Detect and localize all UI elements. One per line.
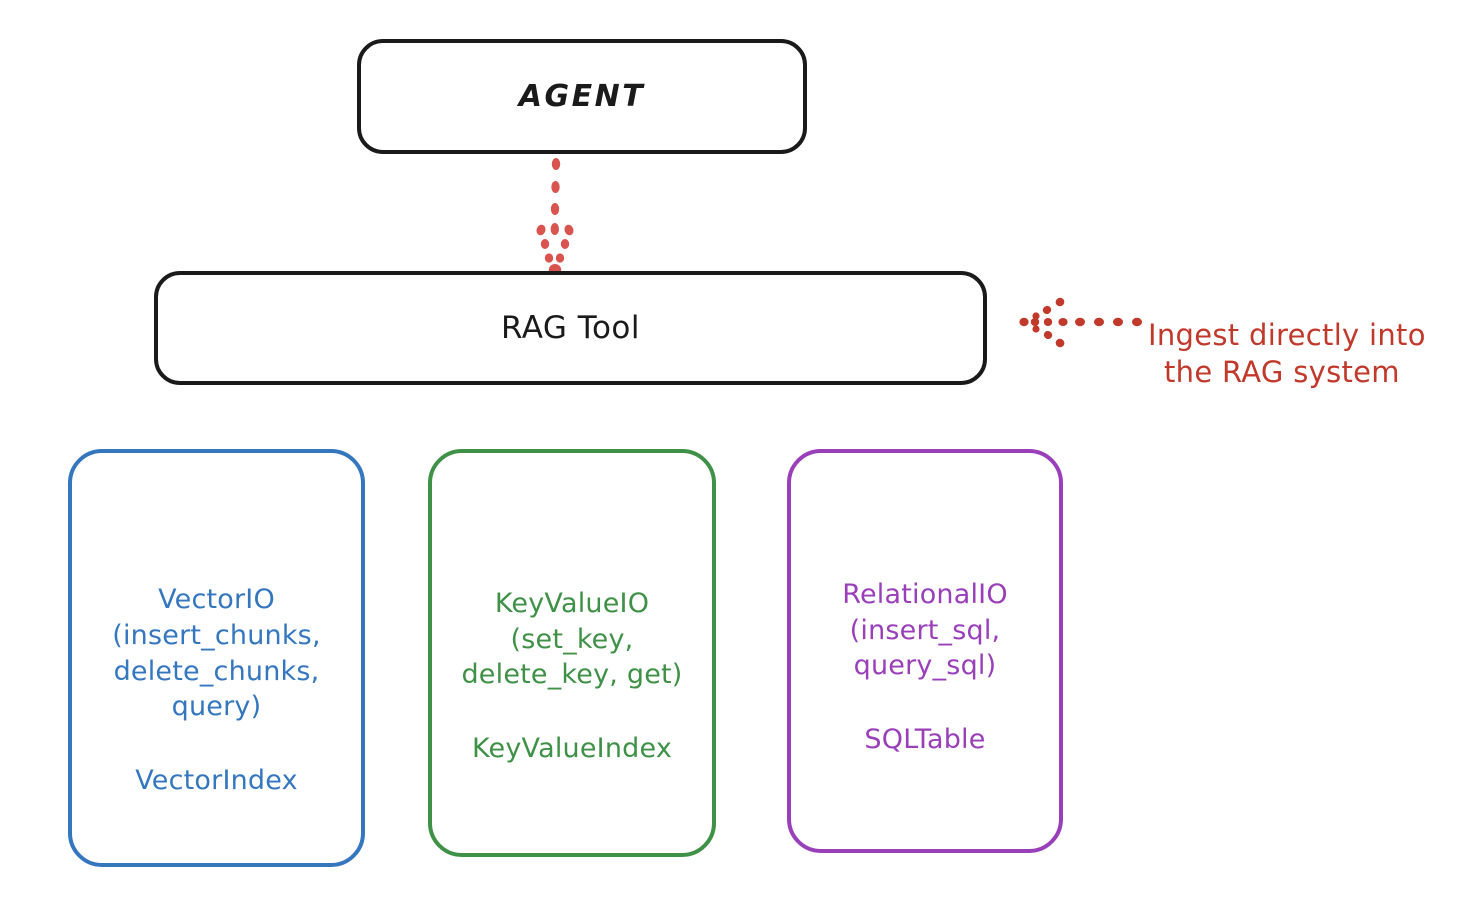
node-rag-tool[interactable]: RAG Tool (154, 271, 987, 385)
node-key-value-io-content: KeyValueIO (set_key, delete_key, get) Ke… (461, 586, 682, 764)
connector-agent-to-rag-tool (498, 152, 618, 277)
node-vector-io-content: VectorIO (insert_chunks, delete_chunks, … (112, 582, 320, 796)
node-relational-io-content: RelationalIO (insert_sql, query_sql) SQL… (842, 577, 1008, 755)
node-agent[interactable]: AGENT (357, 39, 807, 154)
node-vector-io[interactable]: VectorIO (insert_chunks, delete_chunks, … (68, 449, 365, 867)
annotation-ingest-line-1: Ingest directly into (1148, 317, 1426, 352)
node-relational-io-index: SQLTable (864, 723, 986, 755)
node-vector-io-index: VectorIndex (135, 764, 298, 796)
annotation-ingest-line-2: the RAG system (1164, 355, 1400, 390)
node-vector-io-api: VectorIO (insert_chunks, delete_chunks, … (112, 584, 321, 723)
node-key-value-io-api: KeyValueIO (set_key, delete_key, get) (461, 588, 683, 691)
node-key-value-io-index: KeyValueIndex (471, 732, 673, 764)
node-agent-label: AGENT (518, 79, 646, 114)
node-relational-io-api: RelationalIO (insert_sql, query_sql) (842, 579, 1008, 682)
node-relational-io[interactable]: RelationalIO (insert_sql, query_sql) SQL… (787, 449, 1063, 853)
annotation-ingest: Ingest directly into the RAG system (1148, 279, 1478, 430)
connector-ingest-arrow (1018, 292, 1143, 352)
node-key-value-io[interactable]: KeyValueIO (set_key, delete_key, get) Ke… (428, 449, 716, 857)
node-rag-tool-label: RAG Tool (500, 310, 641, 346)
